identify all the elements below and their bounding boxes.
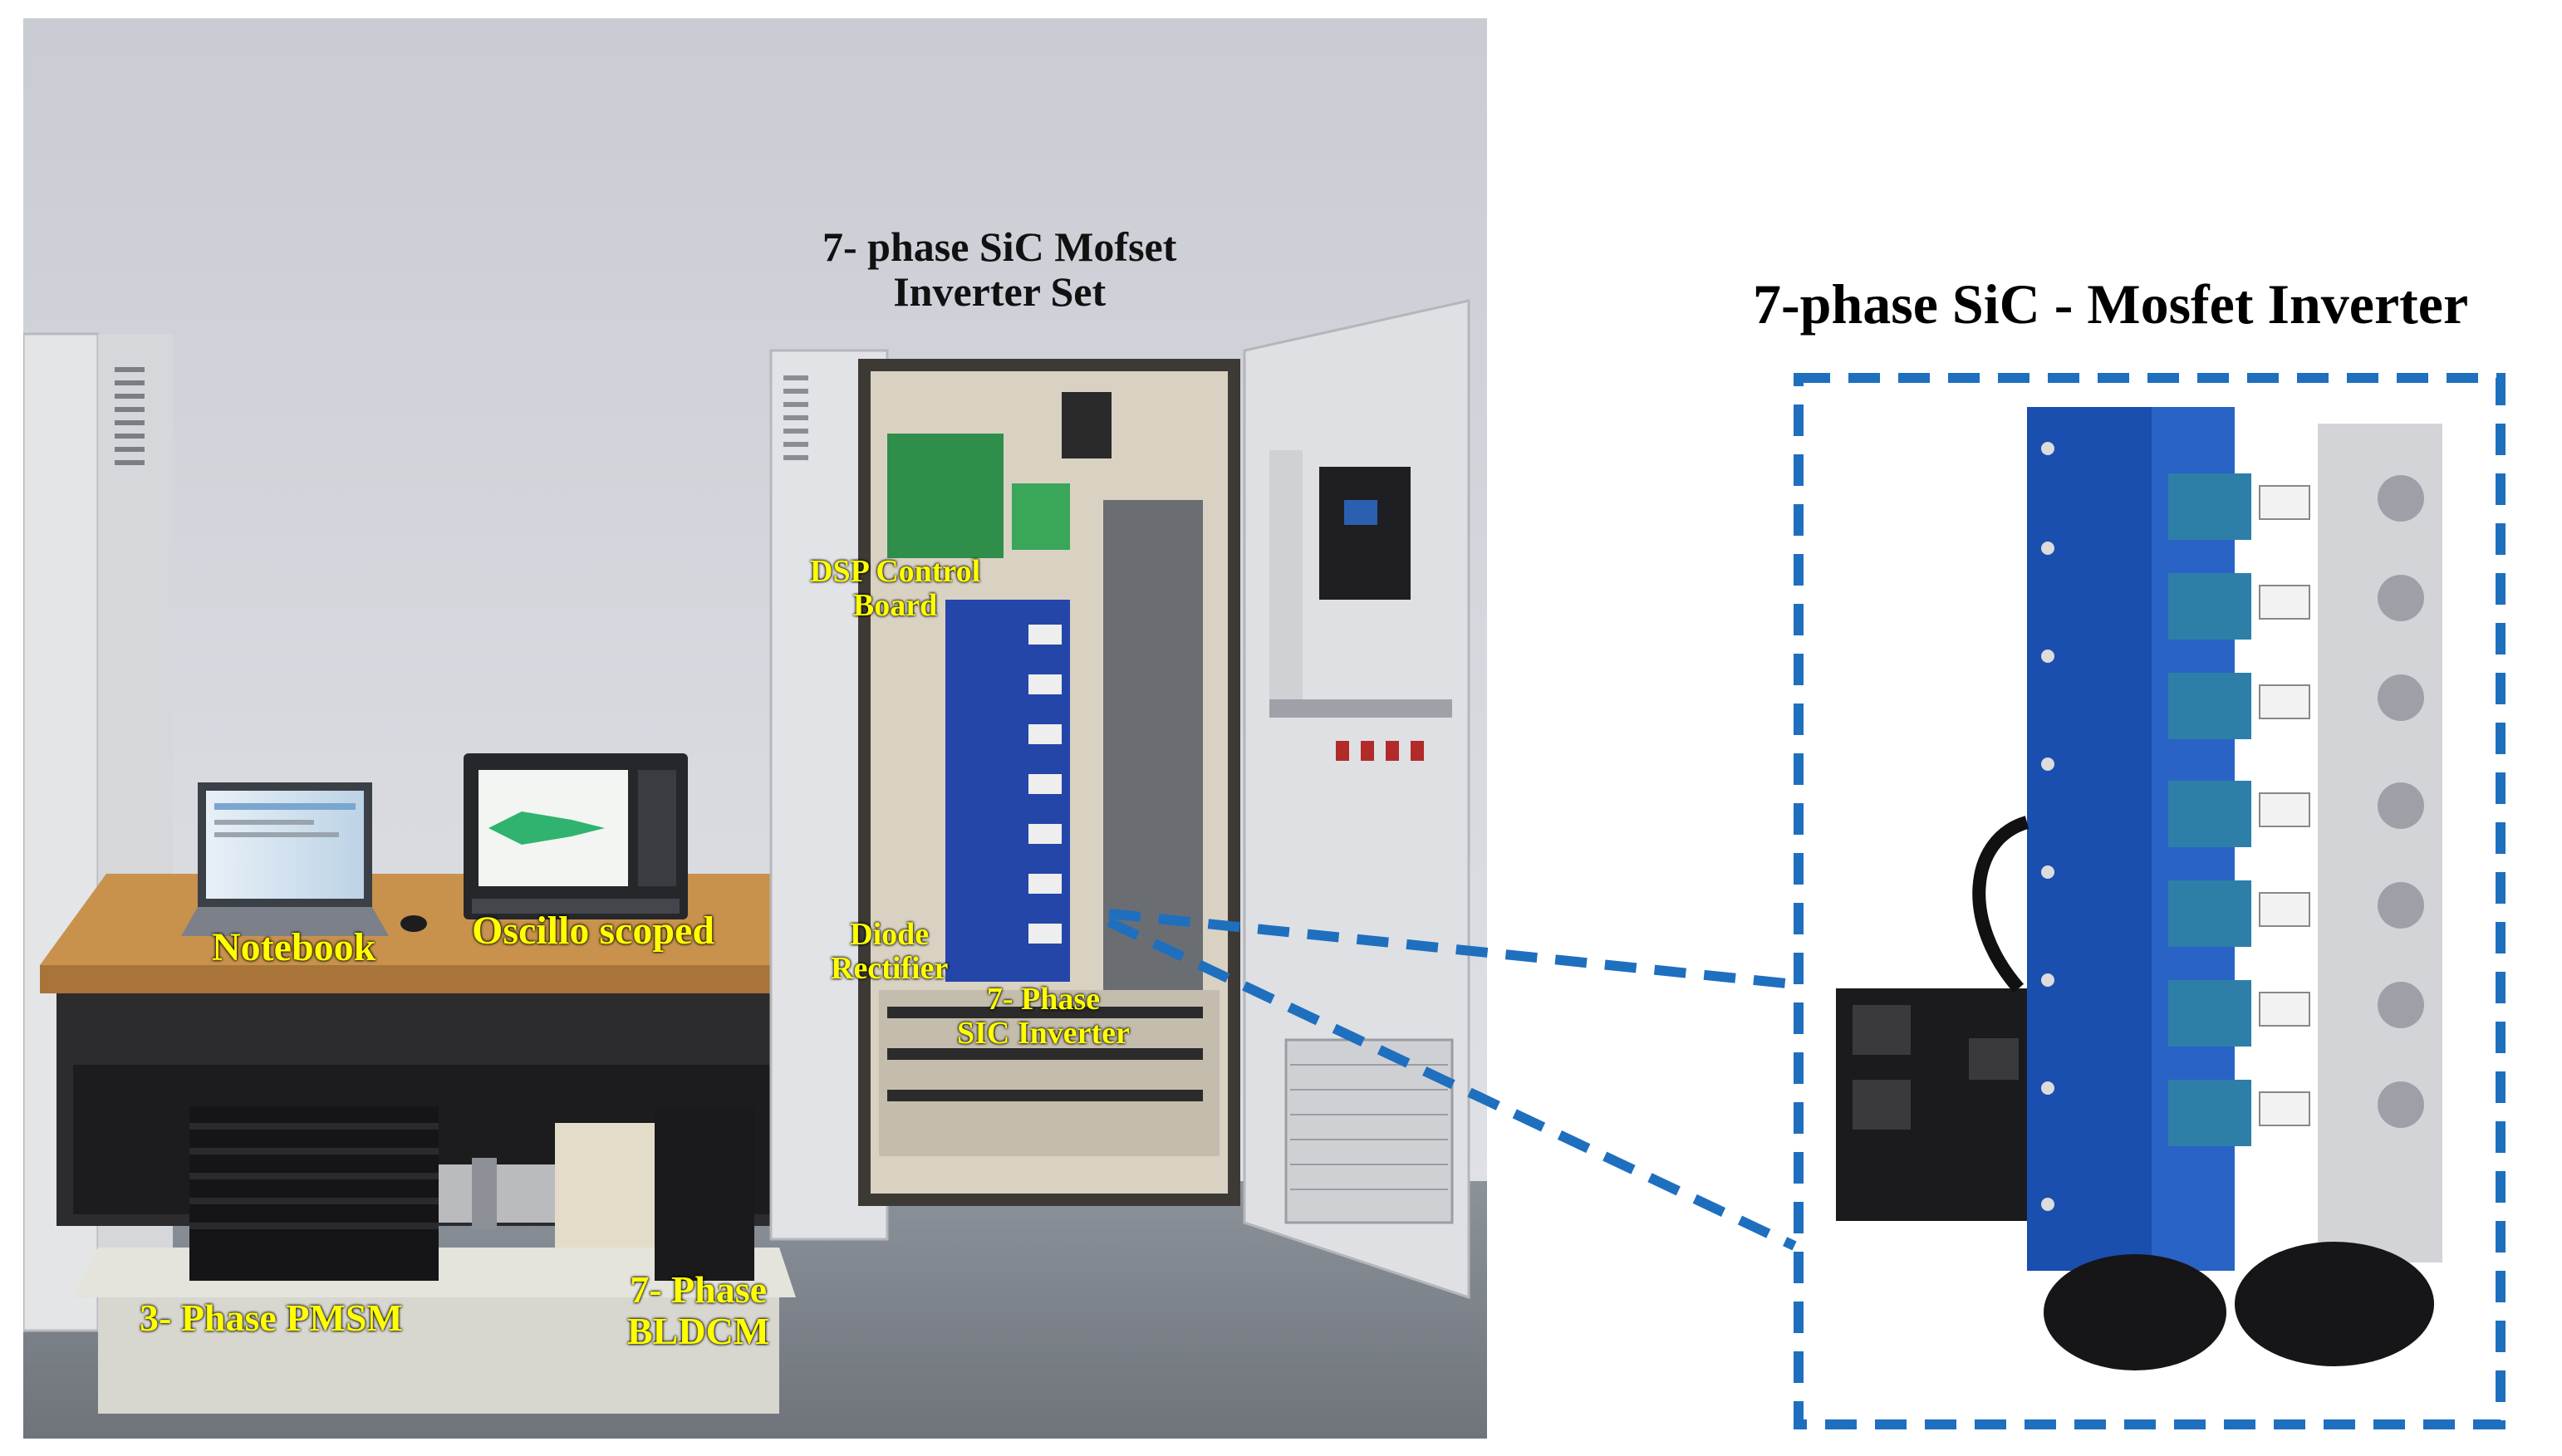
notebook-laptop: [181, 782, 389, 936]
door-vent: [1284, 1038, 1454, 1224]
diode-label-line2: Rectifier: [831, 951, 949, 987]
oscilloscope-label: Oscillo scoped: [472, 909, 715, 953]
lab-setup-photo: [23, 18, 1487, 1439]
inset-title: 7-phase SiC - Mosfet Inverter: [1753, 272, 2469, 336]
coupling: [439, 1158, 555, 1229]
pmsm-motor: [189, 1106, 439, 1281]
diode-label-line1: Diode: [850, 917, 930, 952]
oscilloscope: [464, 753, 688, 919]
cabinet-title-line1: 7- phase SiC Mofset: [822, 223, 1177, 270]
cabinet-title-line2: Inverter Set: [893, 268, 1107, 315]
notebook-label: Notebook: [212, 925, 376, 969]
cabinet-title-label: 7- phase SiC Mofset Inverter Set: [822, 224, 1176, 314]
sic-label-line1: 7- Phase: [986, 982, 1101, 1017]
bldcm-label-line1: 7- Phase: [630, 1268, 768, 1311]
bldcm-label-line2: BLDCM: [627, 1309, 770, 1352]
dsp-label-line2: Board: [852, 588, 938, 624]
inverter-inset-image: [1836, 407, 2442, 1370]
cable: [1972, 816, 2029, 993]
bldcm-motor: [555, 1106, 754, 1281]
cooling-fan-right: [2235, 1242, 2434, 1366]
dsp-label-line1: DSP Control: [810, 554, 981, 589]
aluminum-side: [2318, 424, 2442, 1262]
left-cabinet-vent: [115, 367, 145, 465]
mouse: [400, 915, 427, 932]
cooling-fan-left: [2044, 1254, 2226, 1370]
bldcm-label: 7- Phase BLDCM: [627, 1269, 769, 1351]
sic-label-line2: SIC Inverter: [957, 1016, 1130, 1052]
dc-capacitors: [2259, 485, 2310, 1126]
sic-inverter-label: 7- Phase SIC Inverter: [957, 982, 1130, 1052]
gate-driver-boards: [2168, 473, 2251, 1146]
dsp-control-board: [887, 434, 1004, 558]
dsp-control-label: DSP Control Board: [810, 554, 981, 624]
pmsm-label: 3- Phase PMSM: [140, 1297, 403, 1339]
diode-rectifier-label: Diode Rectifier: [831, 917, 949, 987]
table-top: [40, 874, 846, 965]
